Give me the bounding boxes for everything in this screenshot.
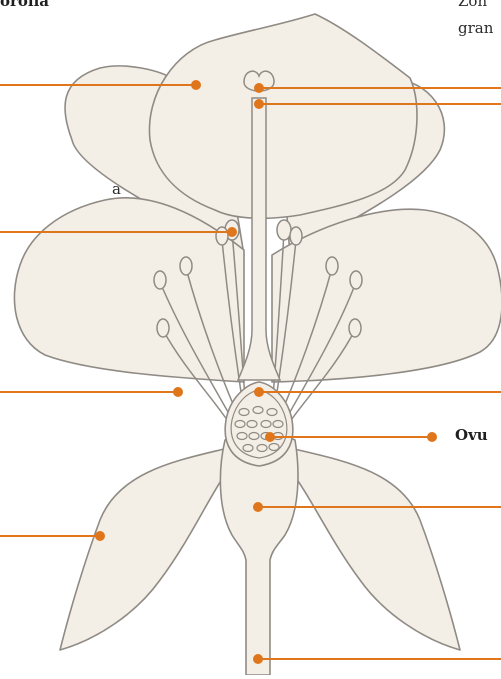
receptacle	[220, 431, 298, 675]
label-ovule: Ovu	[455, 426, 488, 444]
label-zone-line1: Zon	[458, 0, 487, 10]
petal-left	[14, 198, 244, 382]
label-zone-line2: gran	[458, 19, 493, 37]
sepal-left	[60, 448, 228, 650]
sepal-right	[290, 448, 460, 650]
label-corolla: orolla	[0, 0, 49, 10]
petal-top	[149, 14, 417, 218]
label-left-fragment: a	[112, 180, 121, 198]
